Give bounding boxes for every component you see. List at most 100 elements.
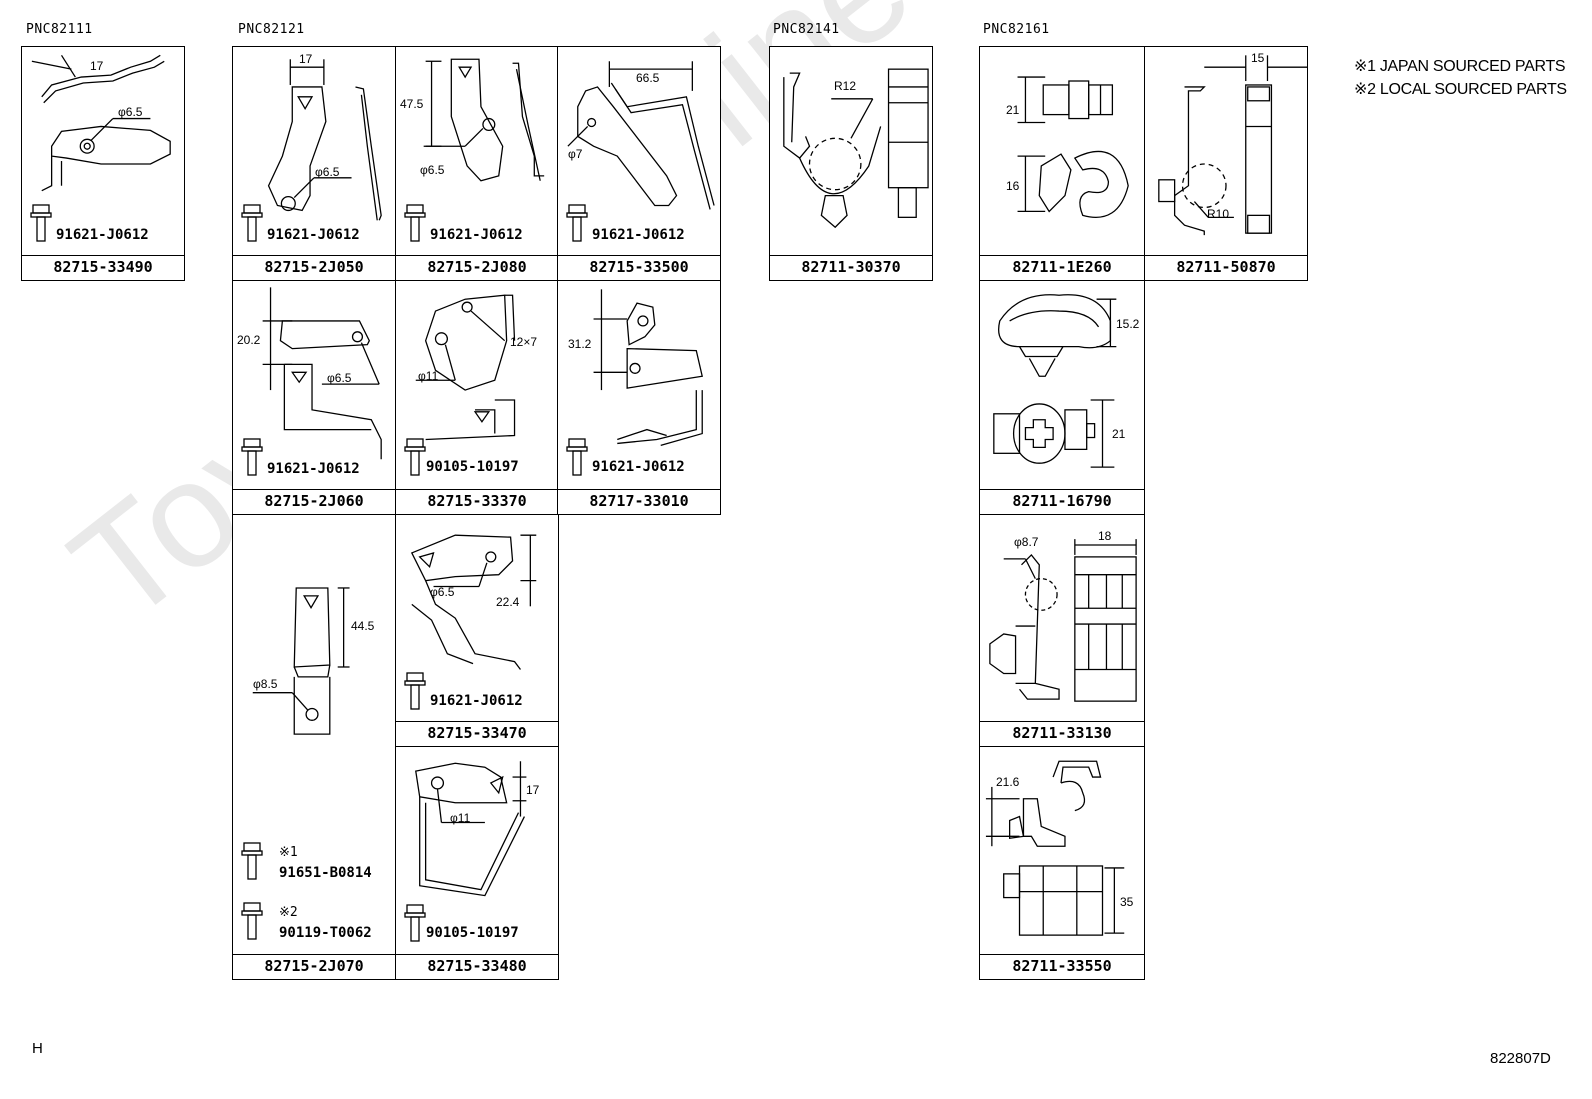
- clip-drawing: [985, 760, 1125, 936]
- dim-phi-7: φ7: [568, 147, 583, 161]
- dim-phi-11: φ11: [418, 369, 439, 383]
- dim-17: 17: [90, 59, 104, 73]
- clamp-drawing: [1158, 55, 1307, 236]
- clamp-drawing: [783, 68, 929, 229]
- part-number-label[interactable]: 82711-30370: [770, 255, 932, 280]
- bolt-part-number-local[interactable]: 90119-T0062: [279, 925, 372, 941]
- dim-16: 16: [1006, 179, 1020, 193]
- part-cell-82715-2J060[interactable]: 20.2 φ6.5 91621-J0612 82715-2J060: [232, 280, 396, 515]
- part-cell-82711-50870[interactable]: 15 R10 82711-50870: [1144, 46, 1308, 281]
- part-cell-82715-2J070[interactable]: 44.5 φ8.5 ※1 91651-B0814 ※2 90119-T0062 …: [232, 514, 396, 980]
- part-cell-82711-1E260[interactable]: 21 16 82711-1E260: [979, 46, 1145, 281]
- part-number-label[interactable]: 82715-33490: [22, 255, 184, 280]
- note-japan-sourced: ※1 JAPAN SOURCED PARTS: [1354, 58, 1566, 75]
- dim-22-4: 22.4: [496, 595, 520, 609]
- bracket-drawing: [593, 289, 704, 447]
- part-number-label[interactable]: 82711-50870: [1145, 255, 1307, 280]
- dim-15-2: 15.2: [1116, 317, 1140, 331]
- dim-21: 21: [1006, 103, 1020, 117]
- dim-phi-6-5: φ6.5: [315, 165, 340, 179]
- dim-phi-8-7: φ8.7: [1014, 535, 1039, 549]
- dim-44-5: 44.5: [351, 619, 375, 633]
- part-number-label[interactable]: 82715-2J060: [233, 489, 395, 514]
- bolt-icon: [241, 204, 263, 242]
- part-cell-82717-33010[interactable]: 31.2 91621-J0612 82717-33010: [557, 280, 721, 515]
- bolt-part-number[interactable]: 91621-J0612: [56, 227, 149, 243]
- clip-drawing: [993, 294, 1117, 468]
- bolt-part-number[interactable]: 90105-10197: [426, 925, 519, 941]
- corner-code-left: H: [32, 1040, 43, 1057]
- bolt-icon: [566, 438, 588, 476]
- dim-21-6: 21.6: [996, 775, 1020, 789]
- part-number-label[interactable]: 82711-16790: [980, 489, 1144, 514]
- part-cell-82715-33370[interactable]: 12×7 φ11 90105-10197 82715-33370: [395, 280, 559, 515]
- bracket-drawing: [31, 54, 171, 192]
- bolt-icon: [241, 438, 263, 476]
- dim-phi-6-5: φ6.5: [420, 163, 445, 177]
- dim-17: 17: [526, 783, 540, 797]
- part-cell-82711-33550[interactable]: 21.6 35 82711-33550: [979, 746, 1145, 980]
- dim-phi-6-5: φ6.5: [430, 585, 455, 599]
- part-cell-82715-2J080[interactable]: 47.5 φ6.5 91621-J0612 82715-2J080: [395, 46, 559, 281]
- bracket-drawing: [423, 58, 545, 182]
- part-cell-82711-33130[interactable]: φ8.7 18 82711-33130: [979, 514, 1145, 747]
- bracket-drawing: [415, 761, 527, 897]
- dim-35: 35: [1120, 895, 1134, 909]
- part-number-label[interactable]: 82711-33550: [980, 954, 1144, 979]
- part-cell-82715-33500[interactable]: 66.5 φ7 91621-J0612 82715-33500: [557, 46, 721, 281]
- part-number-label[interactable]: 82715-33370: [396, 489, 558, 514]
- bolt-icon: [404, 204, 426, 242]
- part-number-label[interactable]: 82715-2J070: [233, 954, 395, 979]
- bolt-part-number[interactable]: 91621-J0612: [267, 227, 360, 243]
- part-number-label[interactable]: 82711-1E260: [980, 255, 1144, 280]
- dim-phi-8-5: φ8.5: [253, 677, 278, 691]
- part-number-label[interactable]: 82715-33500: [558, 255, 720, 280]
- dim-phi-6-5: φ6.5: [327, 371, 352, 385]
- part-number-label[interactable]: 82715-2J080: [396, 255, 558, 280]
- part-cell-82715-33490[interactable]: 17 φ6.5 91621-J0612 82715-33490: [21, 46, 185, 281]
- part-cell-82715-33470[interactable]: φ6.5 22.4 91621-J0612 82715-33470: [395, 514, 559, 747]
- dim-r10: R10: [1207, 207, 1230, 221]
- bolt-part-number-japan[interactable]: 91651-B0814: [279, 865, 372, 881]
- bolt-part-number[interactable]: 91621-J0612: [430, 227, 523, 243]
- bracket-drawing: [415, 294, 516, 441]
- japan-sourced-mark: ※1: [279, 845, 298, 860]
- bracket-drawing: [267, 59, 382, 221]
- bolt-icon: [404, 672, 426, 710]
- bolt-part-number[interactable]: 90105-10197: [426, 459, 519, 475]
- pnc-82141-label: PNC82141: [773, 22, 840, 37]
- bolt-part-number[interactable]: 91621-J0612: [592, 227, 685, 243]
- dim-66-5: 66.5: [636, 71, 660, 85]
- part-number-label[interactable]: 82711-33130: [980, 721, 1144, 746]
- bracket-drawing: [262, 287, 382, 460]
- bracket-drawing: [252, 587, 350, 735]
- bolt-part-number[interactable]: 91621-J0612: [430, 693, 523, 709]
- part-cell-82715-33480[interactable]: 17 φ11 90105-10197 82715-33480: [395, 746, 559, 980]
- part-number-label[interactable]: 82715-33470: [396, 721, 558, 746]
- dim-phi-6-5: φ6.5: [118, 105, 143, 119]
- part-number-label[interactable]: 82715-2J050: [233, 255, 395, 280]
- clip-drawing: [989, 539, 1137, 702]
- note-local-sourced: ※2 LOCAL SOURCED PARTS: [1354, 81, 1567, 98]
- dim-15: 15: [1251, 51, 1265, 65]
- dim-31-2: 31.2: [568, 337, 592, 351]
- dim-18: 18: [1098, 529, 1112, 543]
- bracket-drawing: [567, 61, 715, 210]
- part-number-label[interactable]: 82715-33480: [396, 954, 558, 979]
- dim-phi-11: φ11: [450, 811, 471, 825]
- bracket-drawing: [410, 534, 537, 670]
- local-sourced-mark: ※2: [279, 905, 298, 920]
- part-cell-82711-16790[interactable]: 15.2 21 82711-16790: [979, 280, 1145, 515]
- part-cell-82715-2J050[interactable]: 17 φ6.5 91621-J0612 82715-2J050: [232, 46, 396, 281]
- pnc-82121-label: PNC82121: [238, 22, 305, 37]
- bolt-part-number[interactable]: 91621-J0612: [267, 461, 360, 477]
- bolt-icon: [404, 438, 426, 476]
- bolt-icon: [566, 204, 588, 242]
- dim-20-2: 20.2: [237, 333, 261, 347]
- part-cell-82711-30370[interactable]: R12 82711-30370: [769, 46, 933, 281]
- part-number-label[interactable]: 82717-33010: [558, 489, 720, 514]
- bolt-icon: [30, 204, 52, 242]
- bolt-part-number[interactable]: 91621-J0612: [592, 459, 685, 475]
- dim-12x7: 12×7: [510, 335, 538, 349]
- dim-47-5: 47.5: [400, 97, 424, 111]
